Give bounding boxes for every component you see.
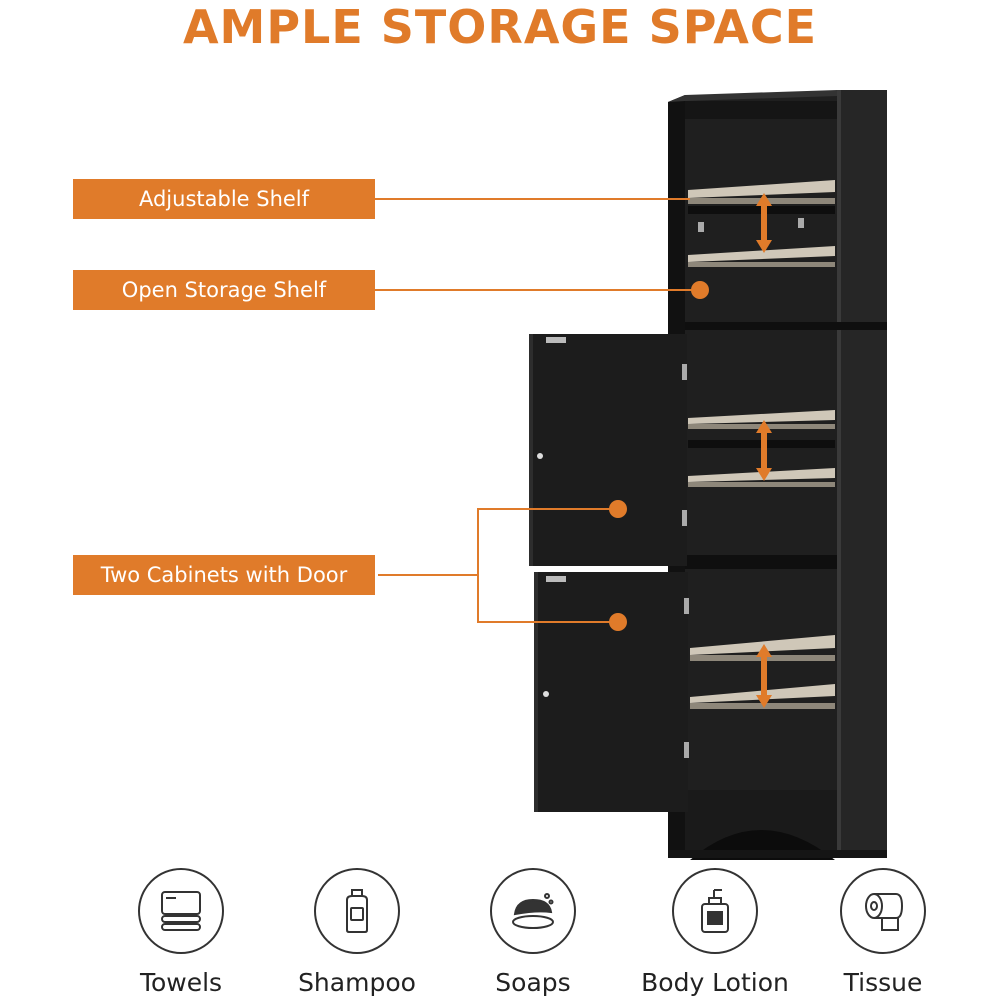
- feature-soaps: Soaps: [458, 868, 608, 998]
- soaps-icon: [490, 868, 576, 954]
- feature-towels: Towels: [106, 868, 256, 998]
- shampoo-icon: [314, 868, 400, 954]
- feature-label: Towels: [139, 968, 223, 997]
- feature-shampoo: Shampoo: [282, 868, 432, 998]
- adjust-arrows: [756, 193, 772, 708]
- page-title: AMPLE STORAGE SPACE: [182, 0, 818, 54]
- label-open-storage-shelf: Open Storage Shelf: [73, 270, 375, 310]
- label-two-cabinets: Two Cabinets with Door: [73, 555, 375, 595]
- lower-door: [534, 572, 688, 812]
- label-adjustable-shelf: Adjustable Shelf: [73, 179, 375, 219]
- towels-icon: [138, 868, 224, 954]
- feature-tissue: Tissue: [808, 868, 958, 998]
- feature-label: Tissue: [843, 968, 923, 997]
- upper-door: [529, 334, 687, 566]
- feature-label: Shampoo: [298, 968, 416, 997]
- feature-body-lotion: Body Lotion: [640, 868, 790, 998]
- tissue-icon: [840, 868, 926, 954]
- adjustable-shelf-top: [688, 180, 835, 198]
- body-lotion-icon: [672, 868, 758, 954]
- callout-dots: [609, 281, 709, 631]
- feature-label: Soaps: [495, 968, 571, 997]
- callout-lines: [375, 198, 700, 623]
- feature-label: Body Lotion: [641, 968, 789, 997]
